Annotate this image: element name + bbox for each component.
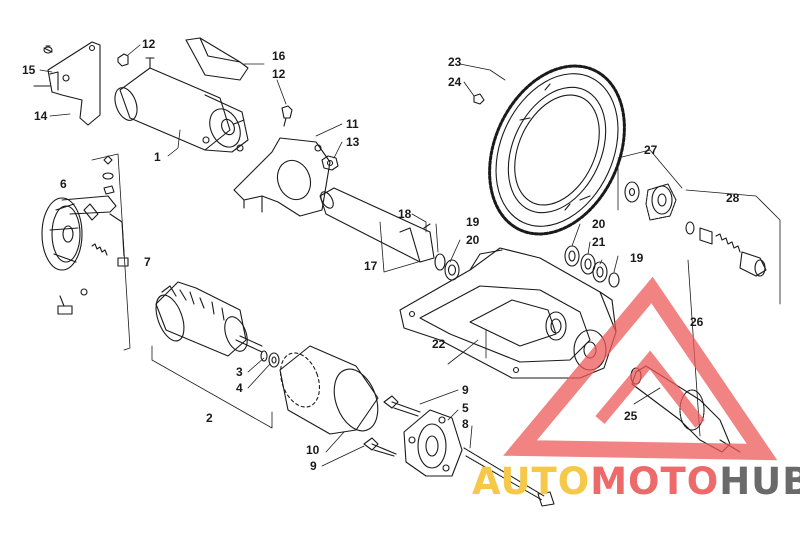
washer-part	[434, 253, 460, 281]
callout-22: 22	[432, 337, 446, 351]
callout-20: 20	[592, 217, 606, 231]
callout-7: 7	[144, 255, 151, 269]
callout-27: 27	[644, 143, 658, 157]
ring-gear-part	[488, 64, 626, 236]
screw-part	[363, 395, 421, 457]
brush-holder-part	[41, 195, 129, 315]
screw-part	[117, 53, 293, 127]
callout-24: 24	[448, 75, 462, 89]
brush-spring-part	[80, 155, 115, 296]
callout-16: 16	[272, 49, 286, 63]
callout-9: 9	[462, 383, 469, 397]
washer-part	[260, 350, 280, 368]
callout-19: 19	[466, 215, 480, 229]
callout-12: 12	[142, 37, 156, 51]
end-cap-part	[403, 409, 463, 477]
starter-bracket-part	[399, 247, 617, 379]
shaft-part	[319, 187, 435, 263]
callout-19: 19	[630, 251, 644, 265]
field-frame-tube-part	[279, 345, 379, 435]
callout-23: 23	[448, 55, 462, 69]
callout-1: 1	[154, 150, 161, 164]
armature-part	[155, 281, 263, 357]
watermark-moto: MOTO	[590, 460, 720, 503]
callout-5: 5	[462, 401, 469, 415]
bolt-part	[473, 93, 485, 105]
callout-20: 20	[466, 233, 480, 247]
cover-plate-part	[185, 37, 249, 81]
spring-assembly-part	[685, 221, 767, 277]
starter-motor-housing-part	[114, 57, 249, 153]
leader-lines	[39, 44, 661, 467]
callout-9: 9	[310, 459, 317, 473]
callout-4: 4	[236, 381, 243, 395]
callout-26: 26	[690, 315, 704, 329]
pinion-gear-part	[624, 181, 677, 221]
mounting-bracket-part	[33, 41, 101, 126]
callout-12: 12	[272, 67, 286, 81]
callout-8: 8	[462, 417, 469, 431]
callout-14: 14	[34, 109, 48, 123]
callout-11: 11	[346, 117, 359, 131]
washer-part	[564, 245, 620, 288]
callout-18: 18	[398, 207, 412, 221]
nut-part	[321, 155, 339, 171]
callout-13: 13	[346, 135, 360, 149]
callout-3: 3	[236, 365, 243, 379]
callout-6: 6	[60, 177, 67, 191]
callout-10: 10	[306, 443, 320, 457]
watermark-triangle-icon	[503, 276, 778, 461]
callout-15: 15	[22, 63, 36, 77]
mounting-plate-part	[233, 137, 331, 217]
callout-17: 17	[364, 259, 378, 273]
watermark-hub: HUB	[719, 460, 800, 503]
group-brackets	[91, 149, 781, 437]
watermark-auto: AUTO	[472, 460, 591, 503]
callout-25: 25	[624, 409, 638, 423]
watermark-logo: AUTOMOTOHUB	[472, 462, 800, 502]
callout-21: 21	[592, 235, 606, 249]
callout-2: 2	[206, 411, 213, 425]
callout-28: 28	[726, 191, 740, 205]
through-bolt-part	[463, 447, 555, 507]
